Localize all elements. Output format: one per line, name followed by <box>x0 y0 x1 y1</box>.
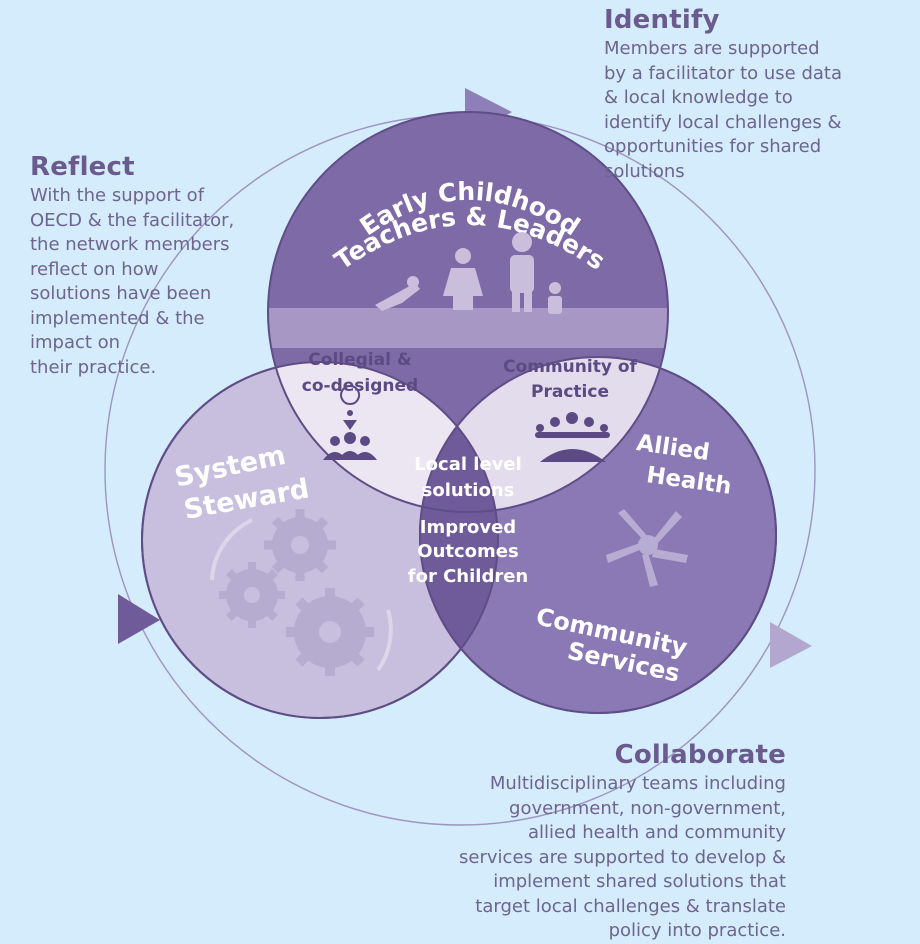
identify-body: Members are supported by a facilitator t… <box>604 38 843 182</box>
center-line2: solutions <box>422 480 515 501</box>
gears-icon <box>210 509 393 676</box>
overlap-top-right-line1: Community of <box>503 357 637 377</box>
identify-block: Identify Members are supported by a faci… <box>604 5 914 184</box>
cycle-arrow-right <box>770 622 812 668</box>
identify-title: Identify <box>604 5 720 35</box>
meeting-group-icon <box>535 412 610 462</box>
overlap-top-left-line2: co-designed <box>302 376 418 396</box>
collaborate-block: Collaborate Multidisciplinary teams incl… <box>380 740 786 944</box>
reflect-block: Reflect With the support of OECD & the f… <box>30 152 290 380</box>
reflect-body: With the support of OECD & the facilitat… <box>30 185 235 378</box>
joined-hands-icon <box>606 509 688 587</box>
cycle-arrow-left <box>118 594 160 644</box>
family-icon <box>375 232 562 314</box>
reflect-title: Reflect <box>30 152 135 182</box>
overlap-top-left-line1: Collegial & <box>308 350 412 370</box>
overlap-top-right-line2: Practice <box>531 382 609 402</box>
collaborate-title: Collaborate <box>614 740 786 770</box>
center-line4: Outcomes <box>417 541 518 562</box>
center-line3: Improved <box>420 517 516 538</box>
center-line1: Local level <box>414 454 522 475</box>
collaborate-body: Multidisciplinary teams including govern… <box>459 773 786 941</box>
overlap-top-left <box>268 362 498 512</box>
center-line5: for Children <box>408 566 529 587</box>
team-location-icon <box>323 385 377 460</box>
overlap-top-right <box>420 357 668 512</box>
